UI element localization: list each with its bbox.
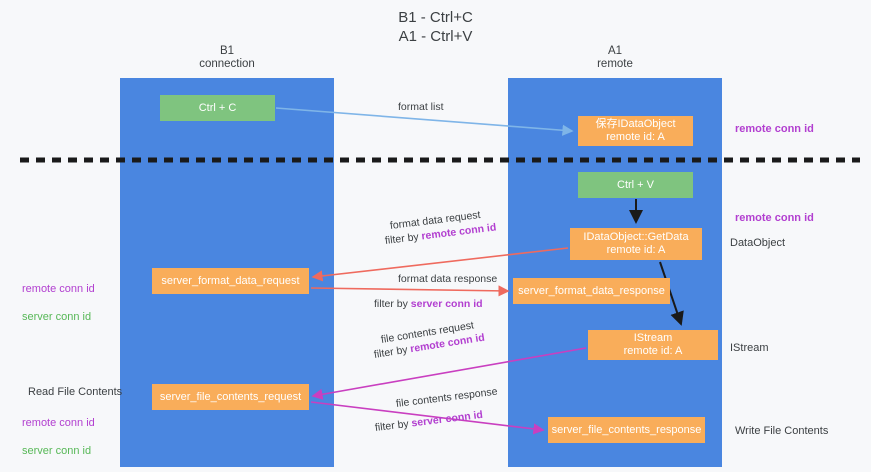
node-istream[interactable]: IStream remote id: A (588, 330, 718, 360)
filter-by-text-2: filter by (374, 298, 411, 310)
node-ctrl-c[interactable]: Ctrl + C (160, 95, 275, 121)
edge-label-file-contents-response: file contents response (395, 385, 499, 410)
annotation-left-server-conn-id-2: server conn id (22, 445, 92, 457)
annotation-dataobject: DataObject (730, 237, 786, 249)
server-conn-id-text-2: server conn id (410, 408, 484, 430)
filter-by-text-1: filter by (384, 230, 423, 247)
node-idataobject-getdata[interactable]: IDataObject::GetData remote id: A (570, 228, 702, 260)
annotation-remote-conn-id-top: remote conn id (735, 123, 814, 135)
filter-by-text-3: filter by (373, 343, 412, 361)
annotation-read-file-contents: Read File Contents (28, 386, 123, 398)
annotation-left-remote-conn-id: remote conn id (22, 283, 95, 295)
edge-label-filter-by-server-conn-id-2: filter by server conn id (374, 408, 483, 435)
annotation-remote-conn-id-mid: remote conn id (735, 212, 814, 224)
annotation-left-remote-conn-id-2: remote conn id (22, 417, 95, 429)
annotation-left-server-conn-id: server conn id (22, 311, 92, 323)
node-server-file-contents-request[interactable]: server_file_contents_request (152, 384, 309, 410)
edge-label-filter-by-server-conn-id-1: filter by server conn id (374, 297, 483, 311)
node-server-file-contents-response[interactable]: server_file_contents_response (548, 417, 705, 443)
lane-header-a1: A1 remote (597, 45, 633, 70)
edge-label-format-data-response: format data response (398, 273, 498, 285)
annotation-left-conn-ids: remote conn id server conn id (22, 268, 95, 338)
server-conn-id-text-1: server conn id (410, 298, 483, 310)
node-save-idataobject[interactable]: 保存IDataObject remote id: A (578, 116, 693, 146)
diagram-title: B1 - Ctrl+C A1 - Ctrl+V (398, 9, 473, 45)
annotation-left-conn-ids-2: remote conn id server conn id (22, 402, 95, 472)
node-ctrl-v[interactable]: Ctrl + V (578, 172, 693, 198)
annotation-istream: IStream (730, 342, 769, 354)
annotation-write-file-contents: Write File Contents (735, 425, 829, 437)
lane-header-b1: B1 connection (199, 45, 255, 70)
edge-label-format-list: format list (398, 101, 444, 113)
filter-by-text-4: filter by (374, 417, 413, 434)
node-server-format-data-response[interactable]: server_format_data_response (513, 278, 670, 304)
node-server-format-data-request[interactable]: server_format_data_request (152, 268, 309, 294)
